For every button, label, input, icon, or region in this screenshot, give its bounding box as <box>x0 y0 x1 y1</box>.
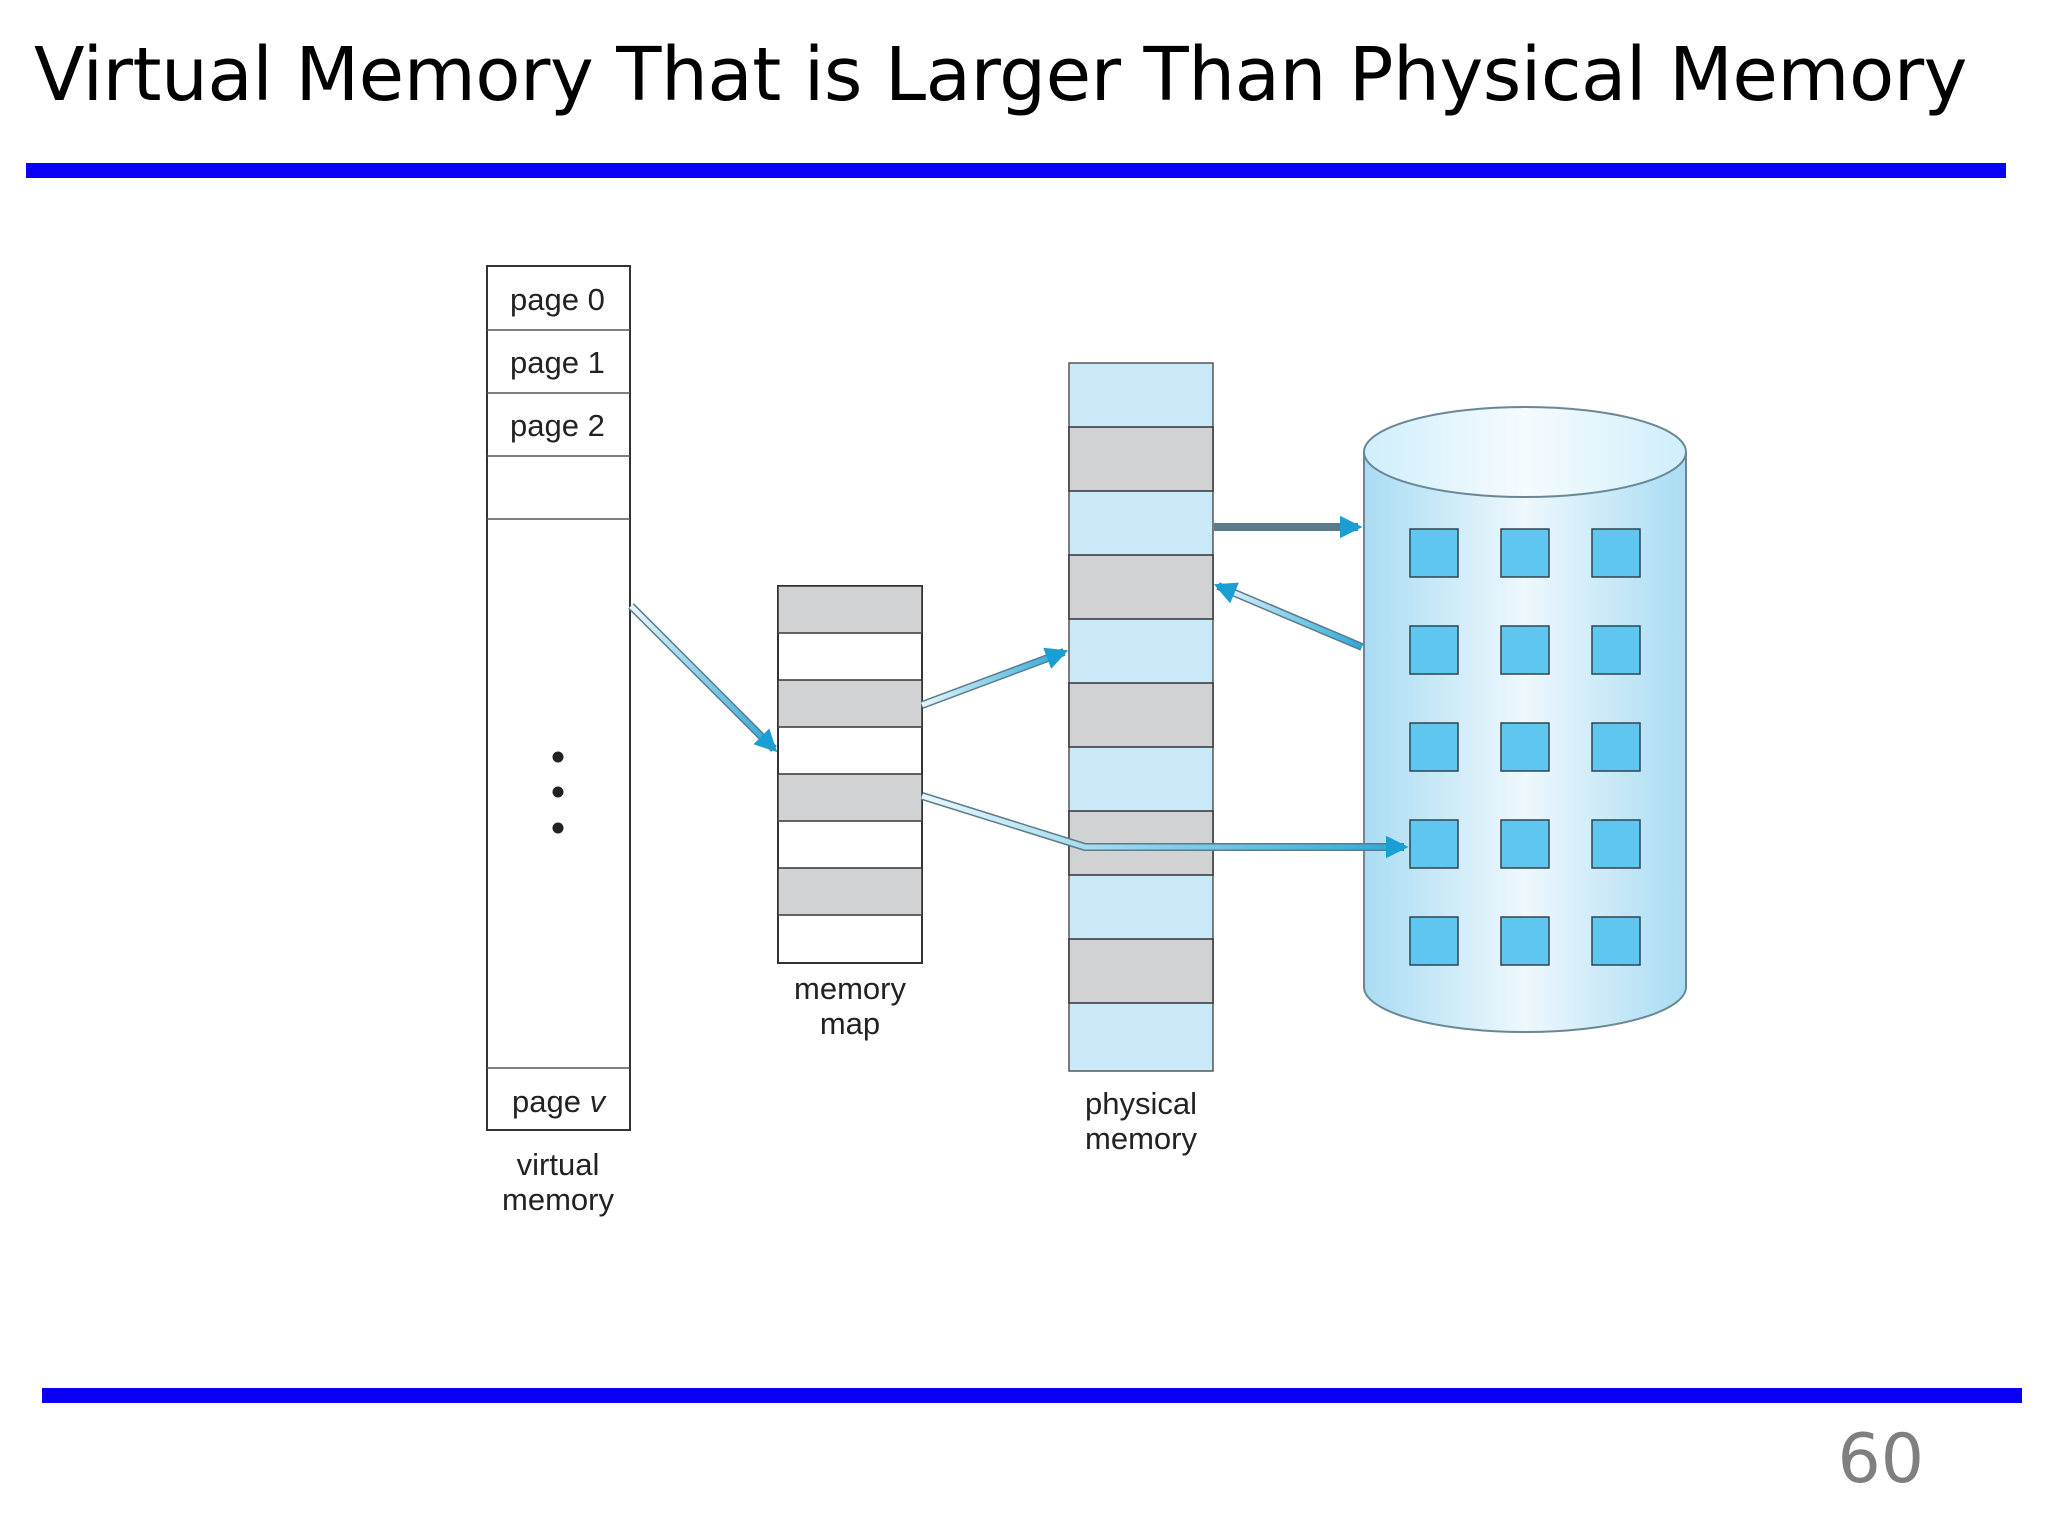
disk-block <box>1591 722 1641 772</box>
slide-title: Virtual Memory That is Larger Than Physi… <box>34 32 1967 118</box>
virtual-memory: page 0 page 1 page 2 page v virtual memo… <box>486 265 631 1217</box>
disk-block <box>1591 528 1641 578</box>
physical-frame-used <box>1068 938 1214 1004</box>
backing-store-disk <box>1363 406 1687 1033</box>
physical-memory: physical memory <box>1068 362 1214 1156</box>
disk-block <box>1500 625 1550 675</box>
disk-block <box>1500 722 1550 772</box>
disk-block <box>1409 625 1459 675</box>
ellipsis-dot <box>552 751 564 763</box>
physical-frame-used <box>1068 682 1214 748</box>
bottom-divider <box>42 1388 2022 1403</box>
arrow-virtual-to-map <box>629 604 778 753</box>
memory-map-caption-line1: memory <box>794 971 906 1006</box>
map-entry-used <box>777 867 923 916</box>
page-2-label: page 2 <box>510 408 605 443</box>
disk-block <box>1500 528 1550 578</box>
virtual-memory-caption-line1: virtual <box>517 1147 600 1182</box>
map-entry-used <box>777 679 923 728</box>
physical-frame-used <box>1068 426 1214 492</box>
ellipsis-dot <box>552 786 564 798</box>
page-1-label: page 1 <box>510 345 605 380</box>
top-divider <box>26 163 2006 178</box>
disk-block <box>1409 722 1459 772</box>
memory-map: memory map <box>777 585 923 1041</box>
virtual-memory-diagram: page 0 page 1 page 2 page v virtual memo… <box>486 265 1687 1217</box>
disk-block <box>1500 819 1550 869</box>
mapping-arrows <box>628 515 1409 859</box>
map-entry-used <box>777 773 923 822</box>
memory-map-caption-line2: map <box>820 1006 880 1041</box>
disk-block <box>1409 916 1459 966</box>
page-v-label: page v <box>512 1084 607 1119</box>
page-0-label: page 0 <box>510 282 605 317</box>
disk-block <box>1591 819 1641 869</box>
arrow-map-to-disk <box>921 793 1409 859</box>
disk-block <box>1409 528 1459 578</box>
virtual-memory-caption-line2: memory <box>502 1182 614 1217</box>
disk-blocks <box>1409 528 1641 966</box>
disk-block <box>1500 916 1550 966</box>
disk-block <box>1591 916 1641 966</box>
physical-frame-used <box>1068 554 1214 620</box>
disk-block <box>1409 819 1459 869</box>
map-entry-used <box>777 585 923 634</box>
slide-number: 60 <box>1837 1420 1924 1499</box>
disk-block <box>1591 625 1641 675</box>
arrow-page-in <box>1213 582 1363 650</box>
physical-memory-caption-line2: memory <box>1085 1121 1197 1156</box>
ellipsis-dot <box>552 822 564 834</box>
arrow-map-to-physical <box>921 647 1069 708</box>
disk-top <box>1363 406 1687 498</box>
physical-memory-caption-line1: physical <box>1085 1086 1197 1121</box>
